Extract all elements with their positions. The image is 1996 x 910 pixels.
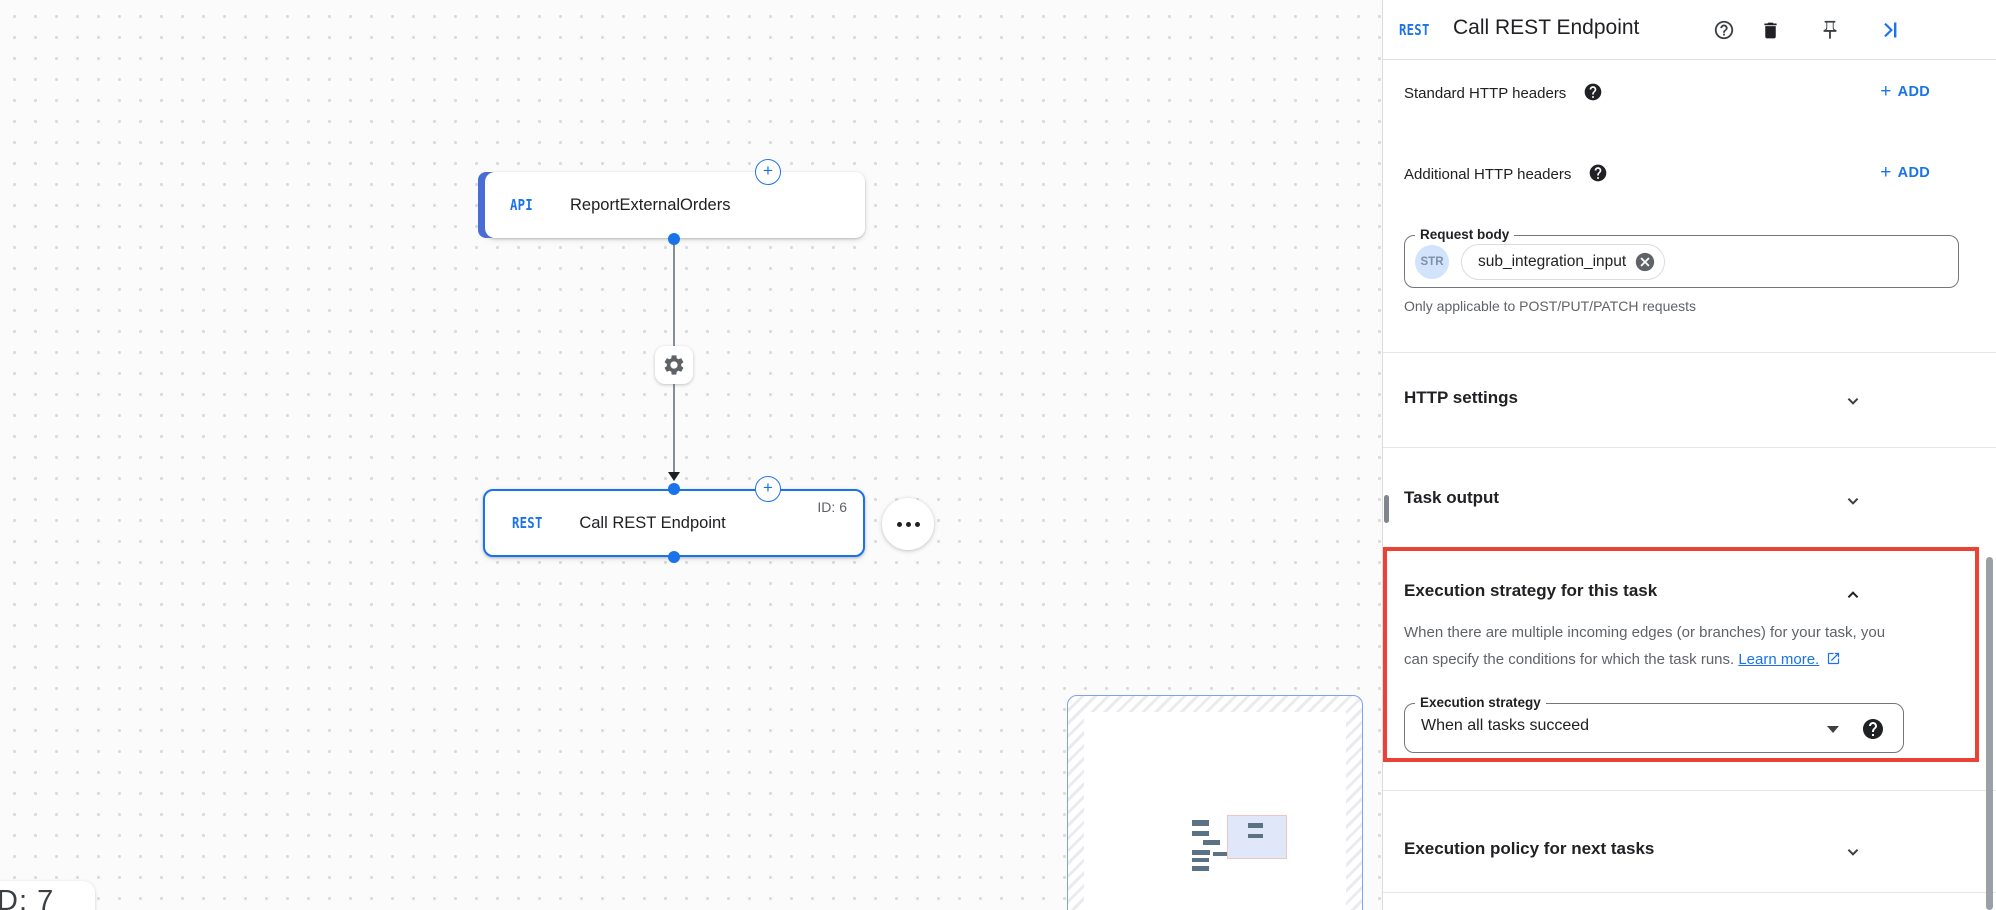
- task-config-panel: REST Call REST Endpoint Standard HTTP he…: [1382, 0, 1996, 910]
- divider: [1383, 352, 1996, 353]
- api-badge: API: [510, 196, 533, 214]
- divider: [1383, 447, 1996, 448]
- add-task-button[interactable]: +: [755, 476, 781, 502]
- request-body-helper: Only applicable to POST/PUT/PATCH reques…: [1404, 298, 1697, 314]
- string-type-badge: STR: [1415, 245, 1449, 279]
- node-id-label: ID: 6: [817, 499, 847, 515]
- minimap-node: [1192, 831, 1209, 836]
- node-title: Call REST Endpoint: [579, 513, 726, 532]
- plus-icon: +: [1880, 162, 1892, 183]
- divider: [1383, 892, 1996, 893]
- pin-panel-button[interactable]: [1817, 17, 1843, 43]
- section-execution-policy[interactable]: Execution policy for next tasks: [1404, 839, 1655, 858]
- minimap-node: [1192, 850, 1210, 855]
- execution-strategy-label: Execution strategy: [1415, 695, 1546, 710]
- node-report-external-orders[interactable]: API ReportExternalOrders: [478, 172, 865, 238]
- help-icon[interactable]: [1861, 717, 1885, 746]
- node-id-label: ID: 7: [0, 885, 55, 910]
- plus-icon: +: [763, 478, 773, 497]
- section-http-settings[interactable]: HTTP settings: [1404, 388, 1518, 407]
- minimap-node: [1248, 823, 1263, 828]
- minimap-node: [1213, 852, 1229, 856]
- execution-strategy-select[interactable]: Execution strategy When all tasks succee…: [1404, 695, 1904, 753]
- delete-task-button[interactable]: [1757, 17, 1783, 43]
- section-task-output[interactable]: Task output: [1404, 488, 1500, 507]
- remove-chip-icon[interactable]: [1634, 251, 1656, 273]
- minimap-node: [1203, 840, 1220, 845]
- minimap-node: [1248, 834, 1263, 838]
- chevron-down-icon[interactable]: [1840, 490, 1866, 517]
- input-port[interactable]: [668, 483, 680, 495]
- add-task-button[interactable]: +: [755, 159, 781, 185]
- standard-headers-label: Standard HTTP headers: [1404, 85, 1567, 102]
- edge-config-button[interactable]: [655, 346, 693, 384]
- trash-icon: [1763, 22, 1777, 38]
- description-text: When there are multiple incoming edges (…: [1404, 624, 1886, 668]
- pin-icon: [1823, 20, 1837, 40]
- divider: [1383, 790, 1996, 791]
- help-icon[interactable]: [1588, 163, 1608, 183]
- request-body-chip[interactable]: sub_integration_input: [1461, 244, 1666, 280]
- output-port[interactable]: [668, 233, 680, 245]
- node-partial[interactable]: ID: 7: [0, 881, 95, 910]
- section-execution-strategy[interactable]: Execution strategy for this task: [1404, 581, 1658, 600]
- chip-label: sub_integration_input: [1478, 253, 1627, 270]
- panel-scrollbar-thumb[interactable]: [1384, 495, 1389, 523]
- execution-strategy-description: When there are multiple incoming edges (…: [1404, 619, 1912, 673]
- panel-title: Call REST Endpoint: [1453, 16, 1640, 39]
- help-button[interactable]: [1711, 17, 1737, 43]
- minimap-node: [1192, 866, 1209, 871]
- panel-scrollbar-thumb[interactable]: [1986, 557, 1993, 910]
- external-link-icon: [1828, 652, 1840, 665]
- execution-strategy-value: When all tasks succeed: [1421, 717, 1590, 734]
- plus-icon: +: [1880, 81, 1892, 102]
- dropdown-caret-icon[interactable]: [1827, 726, 1839, 733]
- additional-headers-label: Additional HTTP headers: [1404, 166, 1572, 183]
- gear-icon: [664, 355, 684, 375]
- rest-badge: REST: [1399, 21, 1430, 39]
- rest-badge: REST: [512, 514, 543, 532]
- chevron-down-icon[interactable]: [1840, 390, 1866, 417]
- plus-icon: +: [763, 161, 773, 180]
- collapse-right-icon: [1884, 22, 1897, 38]
- chevron-down-icon[interactable]: [1840, 841, 1866, 868]
- panel-header: REST Call REST Endpoint: [1383, 0, 1996, 60]
- add-label: ADD: [1897, 165, 1930, 181]
- edge-arrowhead: [668, 472, 680, 481]
- node-title: ReportExternalOrders: [570, 195, 731, 214]
- learn-more-link[interactable]: Learn more.: [1738, 651, 1820, 668]
- help-icon: [1714, 20, 1734, 40]
- standard-headers-row: Standard HTTP headers: [1404, 82, 1603, 103]
- request-body-label: Request body: [1415, 227, 1515, 242]
- node-call-rest-endpoint[interactable]: REST Call REST Endpoint ID: 6: [483, 489, 865, 557]
- request-body-field[interactable]: Request body STR sub_integration_input: [1404, 227, 1959, 288]
- minimap-node: [1192, 820, 1209, 826]
- output-port[interactable]: [668, 551, 680, 563]
- add-additional-header-button[interactable]: + ADD: [1880, 162, 1930, 183]
- workflow-canvas[interactable]: API ReportExternalOrders + REST Call RES…: [0, 0, 1382, 910]
- additional-headers-row: Additional HTTP headers: [1404, 163, 1608, 184]
- minimap-area: [1084, 712, 1346, 910]
- collapse-panel-button[interactable]: [1877, 17, 1903, 43]
- minimap-node: [1192, 858, 1209, 862]
- canvas-minimap[interactable]: [1067, 695, 1363, 910]
- node-more-menu-button[interactable]: [882, 498, 934, 550]
- more-icon: [896, 521, 902, 527]
- help-icon[interactable]: [1583, 82, 1603, 102]
- add-standard-header-button[interactable]: + ADD: [1880, 81, 1930, 102]
- chevron-up-icon[interactable]: [1840, 584, 1866, 611]
- add-label: ADD: [1897, 84, 1930, 100]
